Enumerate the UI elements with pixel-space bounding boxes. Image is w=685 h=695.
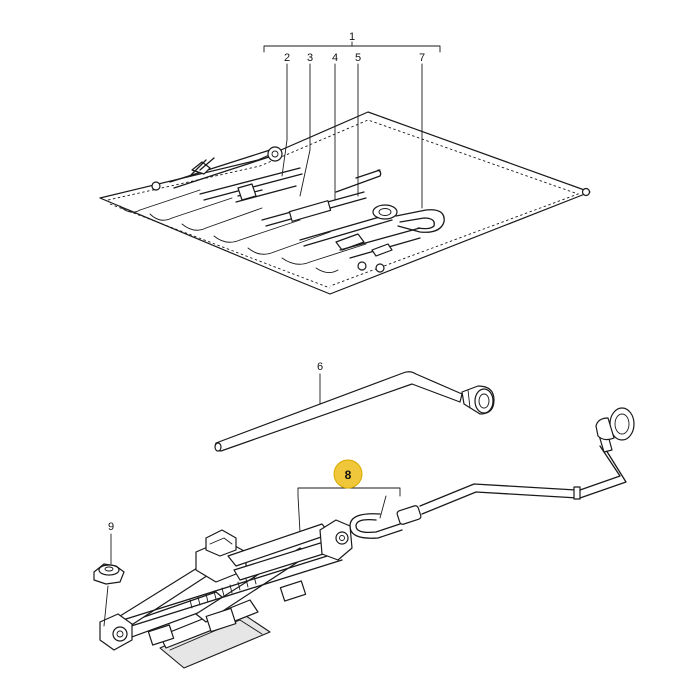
callout-9: 9: [103, 521, 114, 627]
callout-label-5: 5: [355, 52, 361, 64]
callout-highlight-marker: [333, 459, 363, 489]
callout-4: 4: [332, 52, 338, 201]
callout-label-8: 8: [345, 468, 352, 482]
callout-7: 7: [419, 52, 425, 209]
callout-2: 2: [281, 52, 290, 177]
callout-label-1: 1: [349, 31, 355, 43]
callout-label-3: 3: [307, 52, 313, 64]
scissor-jack-drawing: [99, 519, 353, 669]
tool-roll-drawing: [99, 111, 591, 295]
callout-5: 5: [355, 52, 361, 197]
callout-label-7: 7: [419, 52, 425, 64]
callout-label-9: 9: [108, 521, 114, 533]
callout-label-2: 2: [284, 52, 290, 64]
wing-nut-drawing: [93, 563, 125, 585]
wheel-brace-drawing: [214, 371, 495, 452]
jack-handle-drawing: [349, 407, 635, 539]
callout-1-bracket: 1: [263, 31, 441, 53]
callout-label-6: 6: [317, 361, 323, 373]
callout-6: 6: [317, 361, 323, 405]
callout-3: 3: [299, 52, 313, 197]
callout-8: 8: [297, 459, 401, 533]
callout-label-4: 4: [332, 52, 338, 64]
